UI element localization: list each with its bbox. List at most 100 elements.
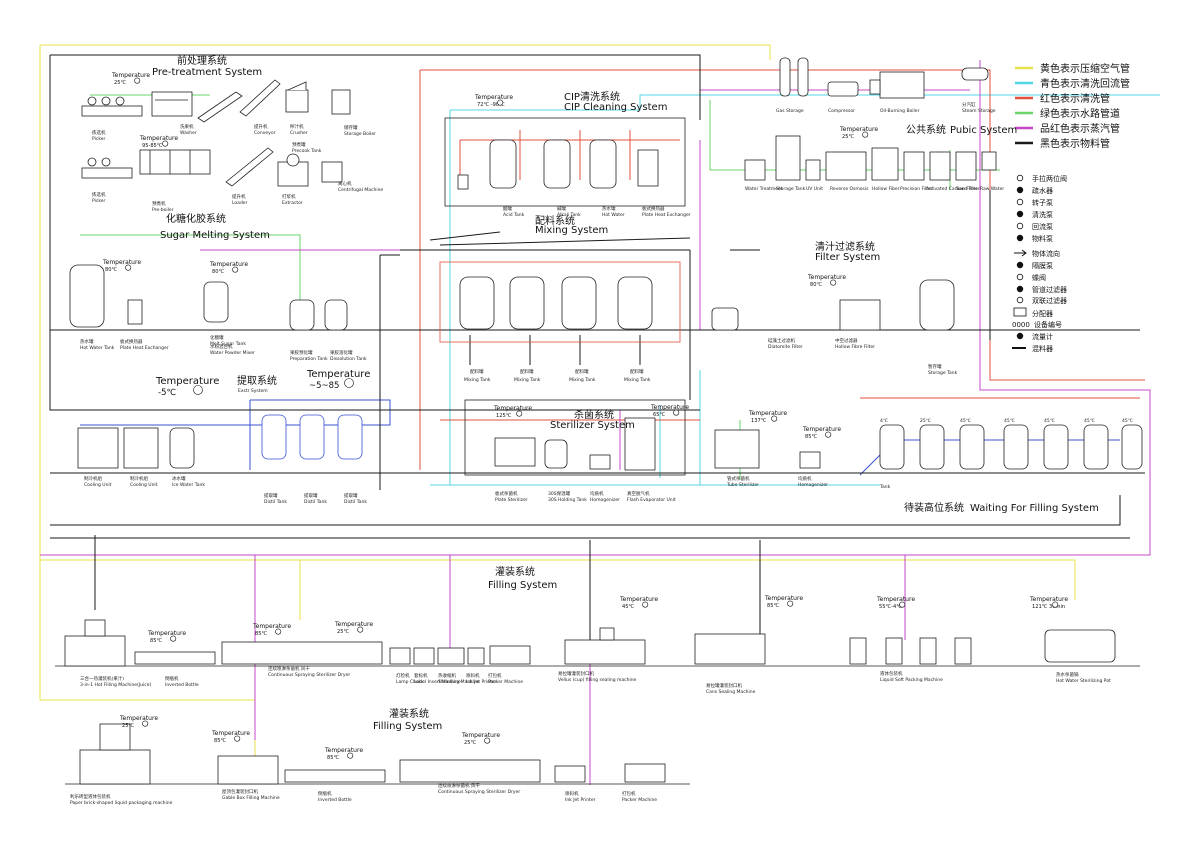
sugar-dissolution-tank	[324, 299, 348, 331]
temperature-marker: Temperature-5℃	[155, 376, 219, 398]
equipment-label-en: Melt Sugar Tank	[210, 341, 246, 347]
symbol-item: 物体流向	[1014, 249, 1060, 258]
flash-evaporator	[624, 417, 656, 471]
equipment-label-cn: 洗果机	[180, 123, 194, 130]
public-equipment-label: Compressor	[828, 108, 855, 114]
temperature-value: 85℃	[767, 603, 779, 609]
equipment-label-en: Plate Heat Exchanger	[120, 345, 169, 351]
temperature-word: Temperature	[650, 404, 689, 411]
section-titles: 前处理系统 Pre-treatment System CIP清洗系统 CIP C…	[152, 54, 1099, 732]
temperature-word: Temperature	[139, 135, 178, 142]
plate-sterilizer	[494, 437, 536, 467]
equipment-label-en: Flash Evaporator Unit	[627, 497, 676, 503]
gas-storage-tank	[779, 57, 809, 97]
butterfly-valve-icon	[1016, 273, 1024, 281]
symbol-label: 回流泵	[1032, 222, 1053, 231]
thermometer-icon	[1052, 601, 1059, 608]
sugar-preparation-tank	[289, 299, 315, 331]
thermometer-icon	[347, 752, 354, 759]
temperature-value: 80℃	[105, 267, 117, 273]
inkjet-printer-2	[554, 765, 586, 783]
equipment-label-en: Tube Sterilizer	[726, 482, 759, 488]
equipment-label-en: Cooling Unit	[130, 482, 158, 488]
equipment	[55, 57, 1143, 785]
distil-tank-2	[299, 414, 325, 460]
equipment-label-cn: 果胶预化罐	[290, 349, 313, 356]
equipment-label-en: Hollow Fibre Filter	[835, 344, 875, 350]
equipment-label-cn: 制冷机组	[84, 475, 102, 482]
mixing-tank-en: Mixing Tank	[514, 377, 541, 383]
legend-label: 品红色表示蒸汽管	[1040, 122, 1120, 135]
equipment-label-en: Picker	[92, 198, 106, 204]
equipment-label-cn: 化糖罐	[210, 334, 224, 341]
steril-title-en: Sterilizer System	[550, 420, 635, 431]
waiting-tank-temp: 25℃	[920, 418, 931, 424]
homogenizer-1	[589, 454, 611, 470]
liquid-packers	[849, 637, 972, 665]
equipment-label-cn: 喷码机	[565, 790, 579, 797]
equipment-label-cn: 倒瓶机	[318, 790, 332, 797]
temperature-word: Temperature	[807, 274, 846, 281]
equipment-label-en: Conveyor	[254, 130, 276, 136]
equipment-label-cn: 碱罐	[557, 205, 566, 212]
symbol-item: 手拉两位阀	[1016, 174, 1067, 183]
cold-pipe	[80, 399, 1120, 476]
thermometer-icon	[234, 735, 241, 742]
storage-boiler	[331, 89, 351, 115]
equipment-label-en: Dissolution Tank	[330, 356, 367, 362]
legend-item: 黑色表示物料管	[1015, 137, 1110, 150]
plate-heat-exchanger	[637, 149, 659, 187]
temperature-word: Temperature	[119, 715, 158, 722]
temperature-word: Temperature	[252, 623, 291, 630]
equipment-label-en: Distil Tank	[264, 499, 287, 505]
equipment-label-en: Label Insert Machine	[414, 679, 461, 685]
waiting-tank-temp: 45℃	[1044, 418, 1055, 424]
thermometer-icon	[899, 601, 906, 608]
temperature-value: 25℃	[122, 723, 134, 729]
temperature-value: -5℃	[158, 388, 176, 398]
symbol-label: 物体流向	[1032, 249, 1060, 258]
public-title-cn: 公共系统	[906, 123, 946, 136]
equipment-label-en: Liquid Soft Packing Machine	[880, 677, 943, 683]
legend-item: 黄色表示压缩空气管	[1015, 62, 1130, 75]
equipment-number-prefix: 0000	[1012, 321, 1030, 329]
equipment-label-cn: 利乐砖型液体包装机	[70, 793, 111, 800]
mixing-tank-en: Mixing Tank	[624, 377, 651, 383]
equipment-label-cn: 连续喷淋杀菌机 风干	[438, 782, 480, 789]
public-equipment-label: Gas Storage	[776, 108, 804, 114]
legend-item: 品红色表示蒸汽管	[1015, 122, 1120, 135]
public-title-en: Pubic System	[950, 125, 1017, 136]
symbol-label: 手拉两位阀	[1032, 174, 1067, 183]
equipment-label-en: Vellus (cup) filling sealing machine	[558, 677, 637, 683]
equipment-label-cn: 屋顶包灌装封口机	[222, 788, 258, 795]
symbol-label: 蝶阀	[1032, 273, 1046, 282]
temperature-word: Temperature	[1029, 596, 1068, 603]
symbol-label: 清洗泵	[1032, 210, 1053, 219]
thermometer-icon	[830, 279, 837, 286]
thermometer-icon	[484, 737, 491, 744]
hot-water-sterilizing-pot	[1044, 629, 1116, 663]
